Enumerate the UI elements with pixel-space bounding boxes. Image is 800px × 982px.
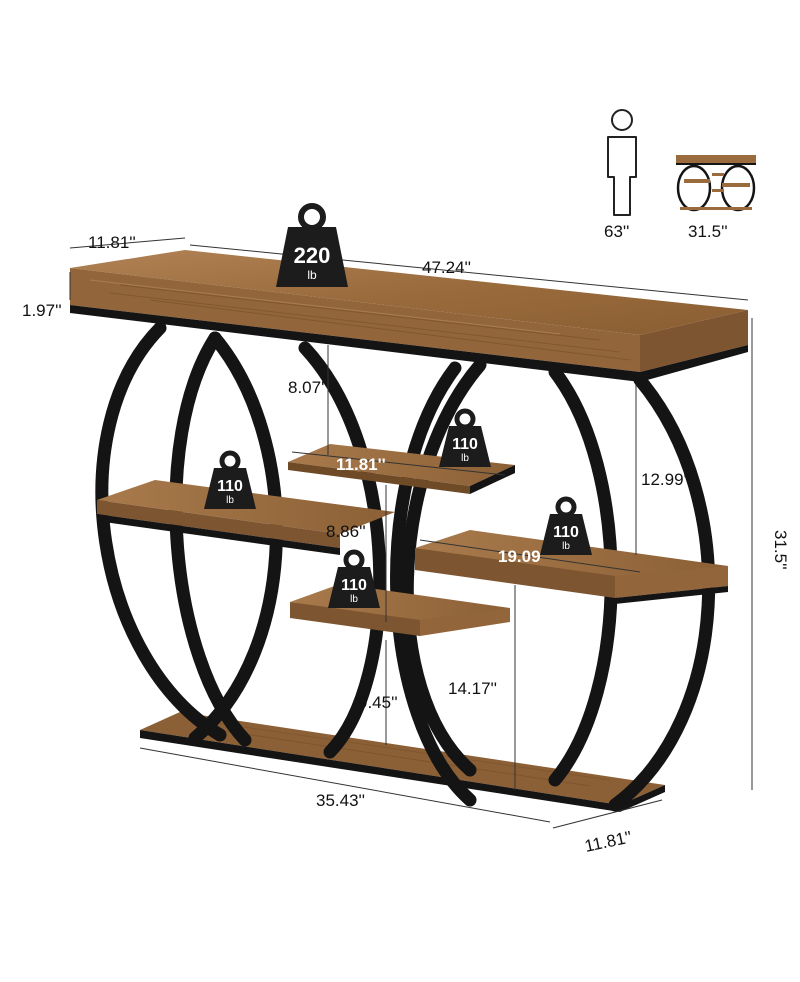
kettlebell-weight-icon: 110 lb <box>204 450 256 509</box>
base-depth-label: 11.81'' <box>583 827 634 856</box>
top-width-label: 47.24'' <box>422 258 471 277</box>
kettlebell-weight-icon: 110 lb <box>540 496 592 555</box>
right-large-shelf <box>415 530 728 604</box>
large-shelf-width-label: 19.09'' <box>498 547 549 566</box>
top-weight-unit: lb <box>307 268 317 282</box>
lower-gap-label: 9.45'' <box>358 693 398 712</box>
top-gap-label: 8.07'' <box>288 378 328 397</box>
person-silhouette-icon <box>607 109 637 216</box>
upper-shelf-weight-unit: lb <box>461 453 469 464</box>
upper-shelf-weight-value: 110 <box>452 436 478 453</box>
lower-shelf-weight-unit: lb <box>350 594 358 605</box>
right-shelf-weight-value: 110 <box>553 524 579 541</box>
top-depth-label: 11.81'' <box>88 233 136 252</box>
left-shelf-weight-unit: lb <box>226 495 234 506</box>
person-height-label: 63'' <box>604 222 629 241</box>
top-thickness-label: 1.97'' <box>22 301 62 320</box>
kettlebell-weight-icon: 110 lb <box>328 549 380 608</box>
middle-gap-label: 8.86'' <box>326 522 366 541</box>
table-height-reference-label: 31.5'' <box>688 222 728 241</box>
left-shelf-weight-value: 110 <box>217 478 243 495</box>
base-width-label: 35.43'' <box>316 791 365 810</box>
table-top <box>70 250 748 382</box>
left-front-ring <box>169 331 387 759</box>
right-gap-label: 12.99'' <box>641 470 690 489</box>
top-weight-value: 220 <box>294 243 331 268</box>
kettlebell-weight-icon: 110 lb <box>439 408 491 467</box>
lower-shelf-weight-value: 110 <box>341 577 367 594</box>
small-shelf-width-label: 11.81'' <box>336 455 386 474</box>
right-shelf-weight-unit: lb <box>562 541 570 552</box>
upper-small-shelf <box>288 444 515 494</box>
console-table-side-view-icon <box>676 155 756 212</box>
bottom-base-shelf <box>140 712 665 812</box>
bottom-gap-label: 14.17'' <box>448 679 497 698</box>
kettlebell-weight-icon: 220 lb <box>276 203 348 287</box>
total-height-label: 31.5'' <box>771 530 790 570</box>
